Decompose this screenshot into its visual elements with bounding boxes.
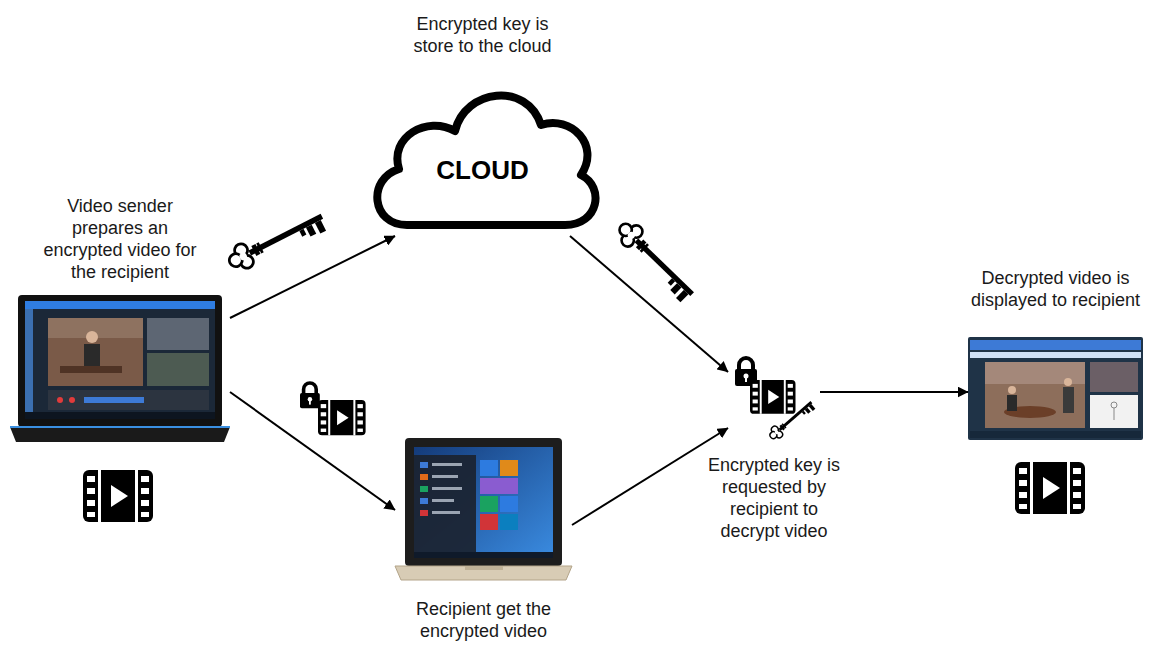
recipient-laptop-illustration-part: [395, 566, 572, 580]
display-screen-illustration-part: [1090, 395, 1138, 428]
display-screen-illustration-part: [1063, 387, 1074, 413]
sender-laptop-illustration-part: [84, 397, 144, 403]
sender-laptop-illustration-part: [10, 426, 230, 428]
cloud-label: CLOUD: [436, 155, 528, 185]
illustrations-part: [83, 470, 153, 522]
recipient-laptop-illustration-part: [480, 460, 498, 476]
flow-arrow: [230, 392, 395, 510]
recipient-laptop-illustration-part: [414, 552, 553, 558]
recipient-laptop-illustration-part: [500, 496, 518, 512]
node-caption: Decrypted video is displayed to recipien…: [966, 267, 1146, 311]
sender-laptop-illustration-part: [25, 301, 215, 309]
cloud-shape: Encrypted key is store to the cloudCLOUD: [365, 75, 600, 236]
sender-laptop-illustration-part: [10, 427, 230, 442]
illustrations-part: [766, 397, 816, 443]
node-caption: Recipient get the encrypted video: [394, 598, 574, 642]
recipient-laptop-illustration-part: [420, 486, 428, 492]
display-screen-illustration-part: [968, 337, 1143, 440]
illustrations-part: [300, 383, 320, 408]
recipient-laptop-illustration-part: [414, 447, 553, 558]
sender-laptop-illustration-part: [147, 318, 209, 350]
recipient-laptop-illustration-part: [432, 499, 454, 502]
sender-laptop-illustration-part: [48, 318, 143, 386]
node-caption: Video sender prepares an encrypted video…: [34, 195, 206, 283]
display-screen-illustration-part: [1008, 386, 1016, 394]
illustrations-part: [1015, 462, 1085, 514]
illustrations-part: [318, 400, 366, 435]
key-request-icon: Encrypted key is requested by recipient …: [728, 355, 820, 442]
sender-laptop-illustration-part: [25, 309, 33, 419]
display-screen-illustration-part: [970, 352, 1141, 358]
sender-laptop-illustration-part: [25, 412, 215, 419]
flow-arrow: [820, 391, 968, 393]
recipient-laptop: Recipient get the encrypted video: [395, 438, 572, 580]
recipient-laptop-illustration-part: [420, 462, 428, 468]
display-screen-illustration-part: [970, 431, 1141, 438]
display-screen-illustration-part: [1114, 408, 1115, 420]
recipient-laptop-illustration-part: [432, 463, 462, 466]
sender-laptop-illustration-part: [147, 353, 209, 386]
sender-laptop-illustration: [10, 295, 230, 442]
recipient-laptop-illustration-part: [480, 496, 498, 512]
recipient-laptop-illustration: [395, 438, 572, 580]
sender-laptop: Video sender prepares an encrypted video…: [10, 295, 230, 442]
flow-arrow: [572, 428, 728, 525]
sender-laptop-illustration-part: [84, 344, 100, 366]
node-caption: Encrypted key is store to the cloud: [403, 13, 563, 57]
recipient-laptop-illustration-part: [432, 487, 462, 490]
flow-arrow: [230, 236, 395, 318]
recipient-laptop-illustration-part: [420, 510, 428, 516]
recipient-laptop-illustration-part: [414, 455, 476, 558]
display-screen: Decrypted video is displayed to recipien…: [968, 337, 1143, 440]
node-caption: Encrypted key is requested by recipient …: [699, 454, 849, 542]
display-screen-illustration-part: [985, 362, 1085, 428]
display-screen-illustration-part: [1111, 402, 1117, 408]
illustrations-part: [750, 380, 796, 414]
recipient-laptop-illustration-part: [480, 478, 518, 494]
recipient-laptop-illustration-part: [480, 514, 498, 530]
recipient-laptop-illustration-part: [432, 475, 458, 478]
illustrations-part: [224, 205, 328, 276]
recipient-laptop-illustration-part: [405, 438, 562, 566]
recipient-laptop-illustration-part: [432, 511, 460, 514]
display-screen-illustration-part: [1064, 378, 1072, 386]
sender-laptop-illustration-part: [57, 397, 63, 403]
illustrations-part: [611, 217, 700, 304]
recipient-laptop-illustration-part: [500, 460, 518, 476]
recipient-laptop-illustration-part: [420, 474, 428, 480]
sender-laptop-illustration-part: [69, 397, 75, 403]
cloud-outline-path: [377, 96, 595, 225]
sender-laptop-illustration-part: [60, 366, 122, 373]
display-screen-illustration-part: [1007, 395, 1017, 411]
sender-laptop-illustration-part: [48, 390, 209, 410]
display-screen-illustration: [968, 337, 1143, 440]
flow-arrow: [570, 236, 728, 372]
recipient-laptop-illustration-part: [465, 566, 503, 570]
sender-laptop-illustration-part: [18, 295, 222, 427]
sender-laptop-illustration-part: [86, 331, 98, 343]
recipient-laptop-illustration-part: [420, 498, 428, 504]
sender-laptop-illustration-part: [25, 301, 215, 419]
display-screen-illustration-part: [970, 340, 1141, 350]
recipient-laptop-illustration-part: [500, 514, 518, 530]
display-screen-illustration-part: [1090, 362, 1138, 392]
